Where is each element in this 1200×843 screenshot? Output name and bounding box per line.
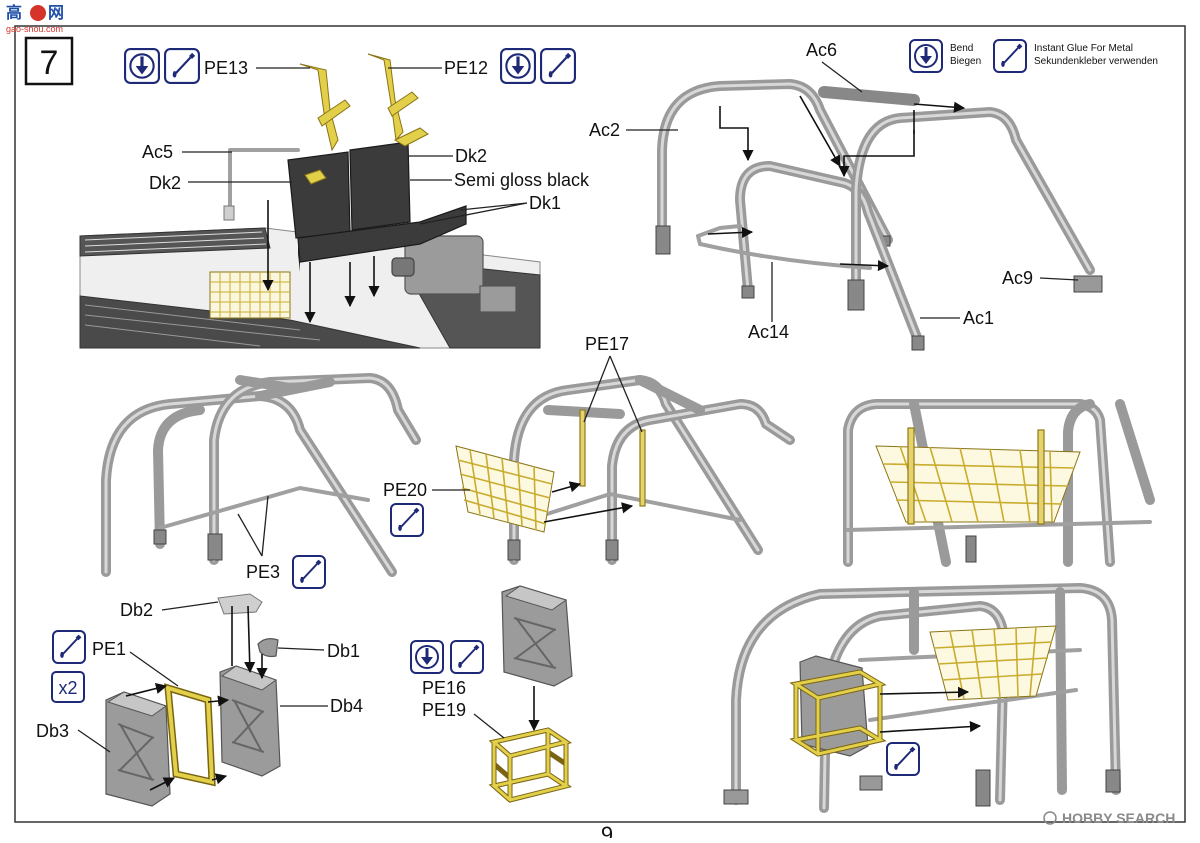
label-db1: Db1 xyxy=(327,641,360,661)
watermark-url: gao-shou.com xyxy=(6,24,63,34)
quantity-box xyxy=(51,671,85,703)
label-pe3: PE3 xyxy=(246,562,280,582)
legend: Bend Biegen Instant Glue For Metal Sekun… xyxy=(909,39,1158,73)
label-x2: x2 xyxy=(58,678,77,698)
label-semi-gloss-black: Semi gloss black xyxy=(454,170,590,190)
label-ac1: Ac1 xyxy=(963,308,994,328)
label-pe1: PE1 xyxy=(92,639,126,659)
label-pe19: PE19 xyxy=(422,700,466,720)
label-ac2: Ac2 xyxy=(589,120,620,140)
panel-can-holder: PE16 PE19 xyxy=(410,585,573,803)
panel-seats: PE13 PE12 Ac5 Dk2 Dk2 Semi gloss black D… xyxy=(79,48,590,349)
glue-icon xyxy=(450,640,484,674)
label-ac6: Ac6 xyxy=(806,40,837,60)
glue-icon xyxy=(52,630,86,664)
label-db2: Db2 xyxy=(120,600,153,620)
bend-icon xyxy=(124,48,160,84)
glue-icon xyxy=(292,555,326,589)
label-pe12: PE12 xyxy=(444,58,488,78)
bend-icon xyxy=(909,39,943,73)
label-ac9: Ac9 xyxy=(1002,268,1033,288)
label-pe20: PE20 xyxy=(383,480,427,500)
label-dk2-left: Dk2 xyxy=(149,173,181,193)
label-ac5: Ac5 xyxy=(142,142,173,162)
label-pe16: PE16 xyxy=(422,678,466,698)
bottom-watermark: HOBBY SEARCH xyxy=(1043,810,1175,826)
label-pe17: PE17 xyxy=(585,334,629,354)
panel-rollcage-exploded: Ac6 Ac2 Ac9 Ac14 Ac1 xyxy=(589,40,1103,351)
legend-glue-en: Instant Glue For Metal xyxy=(1034,43,1133,54)
legend-bend-en: Bend xyxy=(950,43,973,54)
glue-icon xyxy=(886,742,920,776)
step-number: 7 xyxy=(40,44,59,82)
label-dk2-right: Dk2 xyxy=(455,146,487,166)
glue-icon xyxy=(390,503,424,537)
label-db4: Db4 xyxy=(330,696,363,716)
panel-cage-pe3: PE3 xyxy=(101,373,421,589)
panel-net-closeup xyxy=(843,399,1155,567)
glue-icon xyxy=(165,49,199,83)
svg-text:高: 高 xyxy=(6,3,22,22)
bend-icon xyxy=(500,48,536,84)
svg-text:网: 网 xyxy=(48,4,64,22)
label-ac14: Ac14 xyxy=(748,322,789,342)
panel-jerrycan-pe1: x2 Db2 PE1 Db1 Db3 Db4 xyxy=(36,593,363,807)
watermark-hobbysearch: HOBBY SEARCH xyxy=(1062,810,1175,826)
legend-bend-de: Biegen xyxy=(950,56,981,67)
step-badge: 7 xyxy=(24,36,74,86)
legend-glue-de: Sekundenkleber verwenden xyxy=(1034,56,1158,67)
label-dk1: Dk1 xyxy=(529,193,561,213)
panel-cage-pe17: PE17 PE20 xyxy=(383,334,795,565)
panel-final-assembly xyxy=(723,583,1121,813)
label-db3: Db3 xyxy=(36,721,69,741)
bend-icon xyxy=(410,640,444,674)
label-pe13: PE13 xyxy=(204,58,248,78)
glue-icon xyxy=(993,39,1027,73)
page-border xyxy=(14,25,1186,823)
top-watermark: 高 网 gao-shou.com xyxy=(6,3,64,34)
page-number: 9 xyxy=(601,822,613,838)
glue-icon xyxy=(541,49,575,83)
